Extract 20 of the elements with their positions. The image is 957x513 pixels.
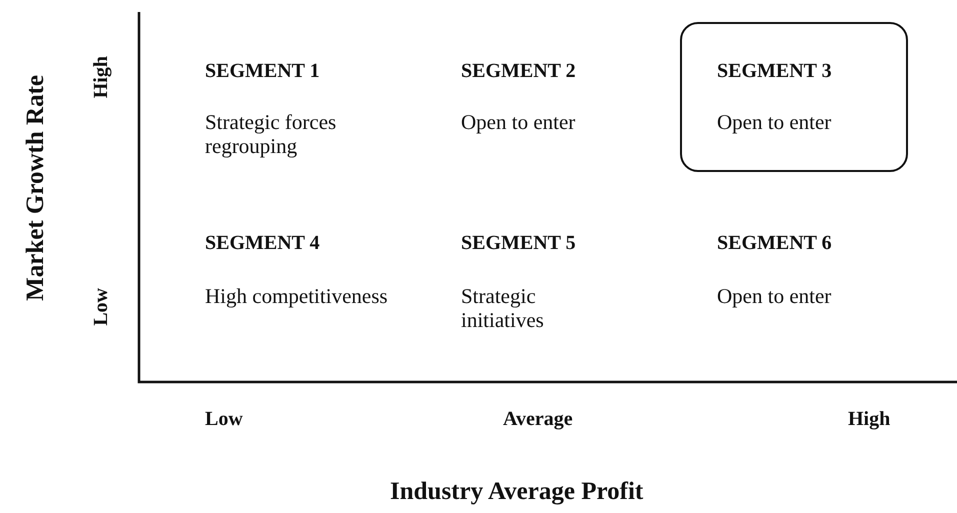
segment-heading: SEGMENT 5 (461, 232, 576, 255)
axis-label: Low (90, 288, 113, 326)
highlight-box (680, 22, 908, 172)
segment-description: Open to enter (461, 110, 576, 134)
segment-heading: SEGMENT 2 (461, 60, 576, 83)
axis-title: Market Growth Rate (22, 75, 50, 301)
segment-description: High competitiveness (205, 284, 389, 308)
segment-heading: SEGMENT 3 (717, 60, 833, 83)
axis-label: High (90, 56, 113, 98)
segment-heading: SEGMENT 4 (205, 232, 320, 255)
axis-title: Industry Average Profit (390, 478, 644, 507)
axis-label: High (848, 408, 890, 431)
segment-description: Strategic forces regrouping (205, 110, 338, 158)
segment-description: Open to enter (717, 284, 832, 308)
axis-label: Low (205, 408, 243, 431)
segment-heading: SEGMENT 1 (205, 60, 320, 83)
segment-heading: SEGMENT 6 (717, 232, 832, 255)
segment-description: Strategic initiatives (461, 284, 545, 332)
segment-description: Open to enter (717, 110, 832, 134)
axis-label: Average (503, 408, 573, 431)
